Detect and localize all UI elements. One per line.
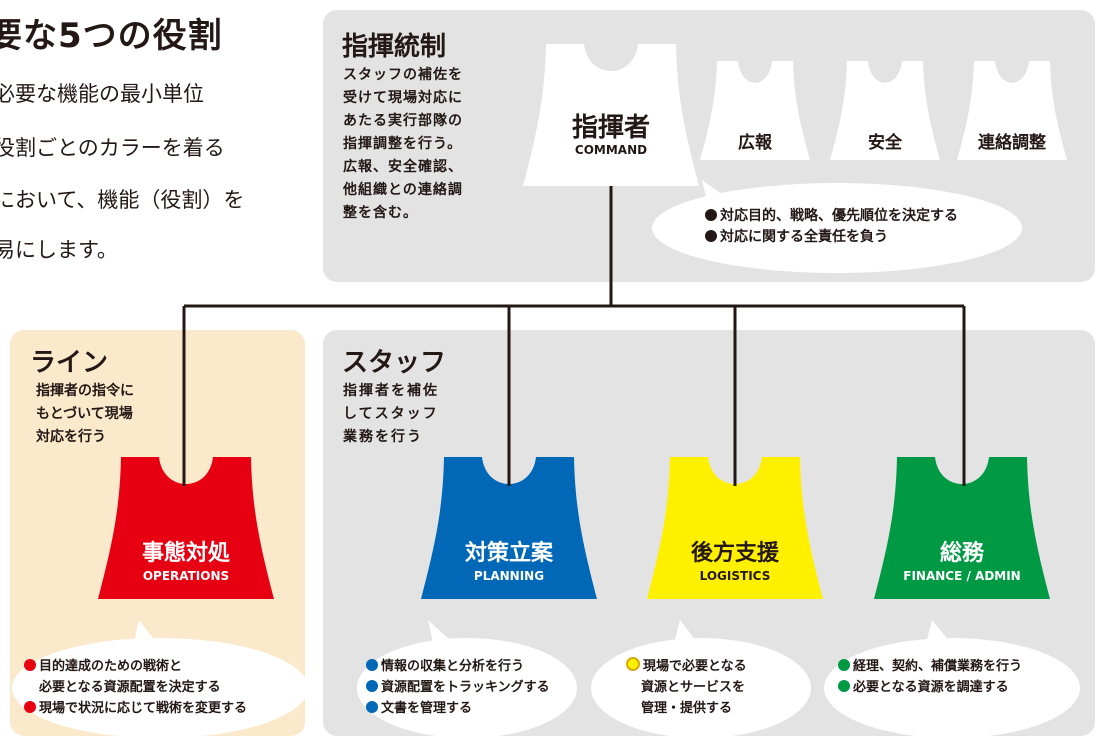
list-item: 管理・提供する bbox=[641, 701, 733, 716]
operations-label: 事態対処 OPERATIONS bbox=[141, 541, 230, 583]
list-item: 文書を管理する bbox=[366, 698, 550, 719]
staff-section-description: 指揮者を補佐 してスタッフ 業務を行う bbox=[343, 383, 439, 445]
list-item: 必要となる資源を調達する bbox=[838, 677, 1022, 698]
list-item: 資源配置をトラッキングする bbox=[366, 677, 550, 698]
list-item: 対応に関する全責任を負う bbox=[705, 227, 958, 248]
list-item: 現場で必要となる bbox=[626, 656, 747, 677]
intro-line: 必要な機能の最小単位 bbox=[0, 82, 204, 106]
commander-label: 指揮者 COMMAND bbox=[551, 114, 671, 158]
staff-role-liaison: 連絡調整 bbox=[978, 133, 1046, 153]
planning-label: 対策立案 PLANNING bbox=[464, 541, 553, 583]
logistics-label: 後方支援 LOGISTICS bbox=[690, 541, 779, 583]
list-item: 現場で状況に応じて戦術を変更する bbox=[24, 698, 247, 719]
staff-role-pr: 広報 bbox=[738, 133, 772, 153]
list-item: 情報の収集と分析を行う bbox=[366, 656, 550, 677]
staff-role-safety: 安全 bbox=[868, 133, 902, 153]
commander-name: 指揮者 bbox=[571, 113, 650, 143]
staff-section-title: スタッフ bbox=[342, 348, 447, 378]
logistics-bullets: 現場で必要となる 資源とサービスを 管理・提供する bbox=[626, 656, 747, 719]
intro-line: 易にします。 bbox=[0, 238, 118, 262]
command-section-title: 指揮統制 bbox=[342, 32, 447, 62]
list-item: 対応目的、戦略、優先順位を決定する bbox=[705, 206, 958, 227]
operations-bullets: 目的達成のための戦術と 必要となる資源配置を決定する 現場で状況に応じて戦術を変… bbox=[24, 656, 247, 719]
line-section-title: ライン bbox=[30, 348, 109, 378]
commander-english: COMMAND bbox=[574, 143, 648, 157]
line-section-description: 指揮者の指令に もとづいて現場 対応を行う bbox=[36, 383, 134, 445]
page-title: 要な5つの役割 bbox=[0, 16, 223, 56]
list-item: 目的達成のための戦術と bbox=[24, 656, 247, 677]
list-item: 経理、契約、補償業務を行う bbox=[838, 656, 1022, 677]
finance-bullets: 経理、契約、補償業務を行う 必要となる資源を調達する bbox=[838, 656, 1022, 698]
command-bullets: 対応目的、戦略、優先順位を決定する 対応に関する全責任を負う bbox=[705, 206, 958, 248]
planning-bullets: 情報の収集と分析を行う 資源配置をトラッキングする 文書を管理する bbox=[366, 656, 550, 719]
finance-label: 総務 FINANCE / ADMIN bbox=[903, 541, 1021, 583]
command-section-description: スタッフの補佐を 受けて現場対応に あたる実行部隊の 指揮調整を行う。 広報、安… bbox=[343, 67, 463, 221]
list-item: 資源とサービスを bbox=[641, 680, 746, 695]
intro-line: 役割ごとのカラーを着る bbox=[0, 136, 225, 160]
intro-line: において、機能（役割）を bbox=[0, 188, 245, 212]
list-item: 必要となる資源配置を決定する bbox=[39, 680, 221, 695]
